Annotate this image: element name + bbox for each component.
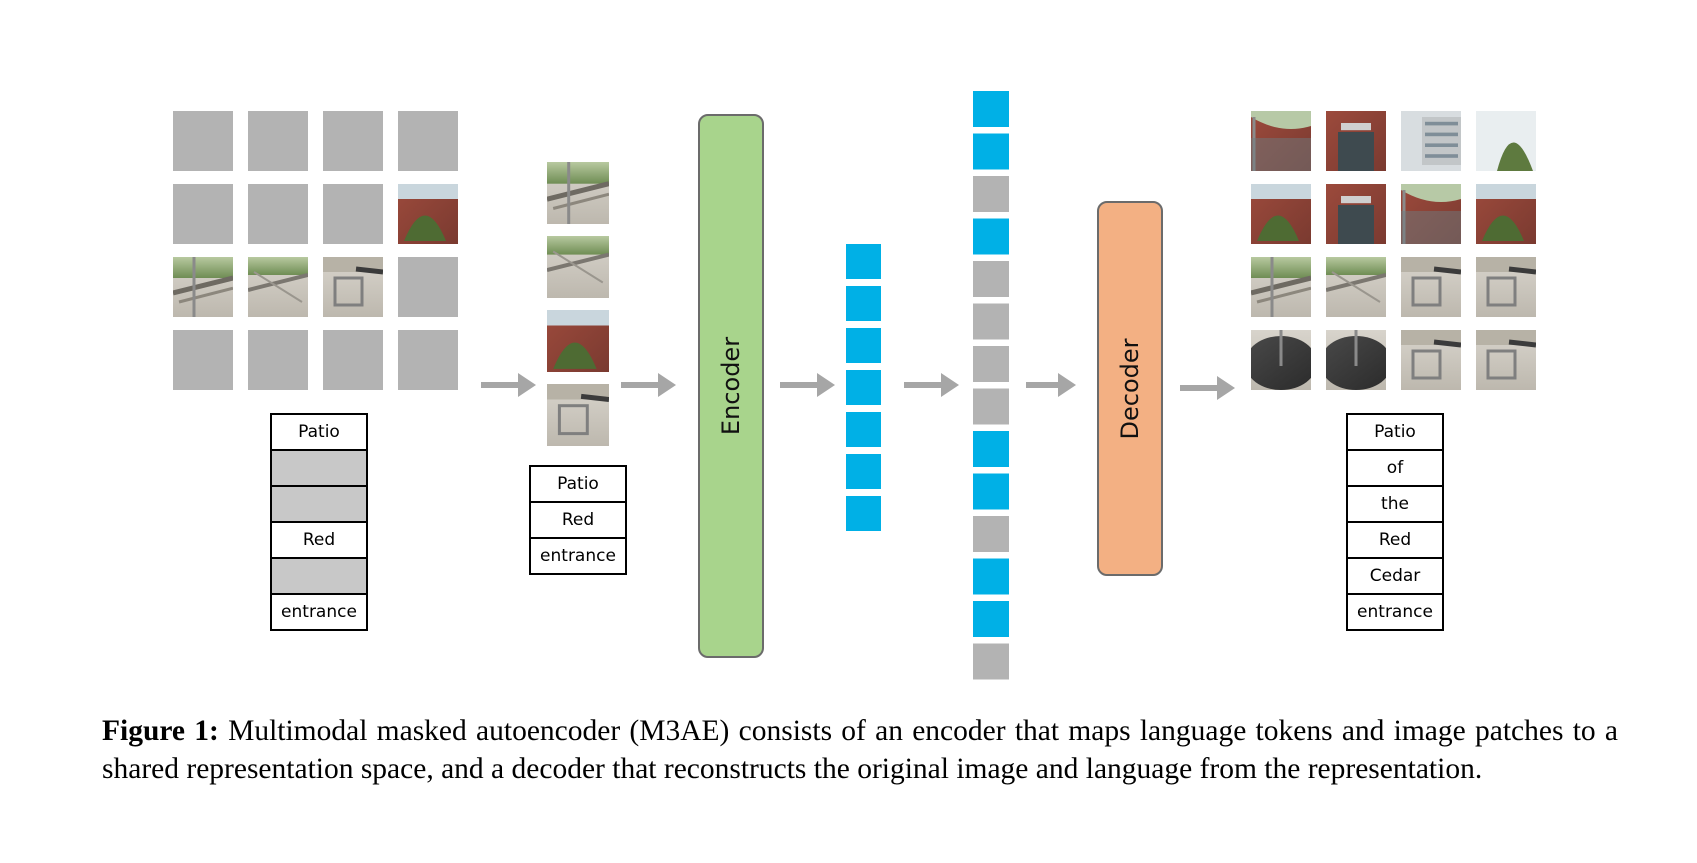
visible-image-patch [248,257,308,317]
flow-arrow [621,373,676,397]
masked-image-patch [323,330,383,390]
encoded-token-column [846,244,881,531]
token-cell: Patio [1346,413,1444,451]
masked-image-patch [323,111,383,171]
encoded-token [846,286,881,321]
visible-image-patch [547,384,609,446]
encoded-token [973,431,1009,467]
mask-token [973,388,1009,425]
encoded-token [846,370,881,405]
encoded-token [973,91,1009,127]
reconstructed-image-patch [1326,111,1386,171]
encoder-block: Encoder [698,114,764,658]
visible-image-patch [398,184,458,244]
token-cell: Cedar [1346,557,1444,595]
decoder-label: Decoder [1116,338,1144,439]
flow-arrow [1180,376,1235,400]
encoded-token [973,601,1009,637]
reconstructed-image-patch [1251,330,1311,390]
flow-arrow [1026,373,1076,397]
token-cell: of [1346,449,1444,487]
token-cell: the [1346,485,1444,523]
token-cell: Red [1346,521,1444,559]
reconstructed-image-patch [1326,184,1386,244]
mask-token [973,346,1009,382]
reconstructed-image-patch [1476,330,1536,390]
token-cell: entrance [270,593,368,631]
visible-image-patch [173,257,233,317]
reconstructed-image-patch [1251,184,1311,244]
encoded-token [846,244,881,279]
masked-token [270,485,368,523]
encoded-token [846,412,881,447]
token-cell: entrance [529,537,627,575]
reconstructed-image-patch [1476,111,1536,171]
flow-arrows [481,373,1235,400]
masked-token [270,449,368,487]
masked-token [270,557,368,595]
mask-token [973,261,1009,297]
reconstructed-image-patch [1251,111,1311,171]
visible-image-patch [547,236,609,298]
encoded-token [846,496,881,531]
reconstructed-image-patch [1476,257,1536,317]
reconstructed-image-patch [1401,330,1461,390]
figure-caption: Figure 1: Multimodal masked autoencoder … [102,712,1618,788]
reconstructed-image-patch [1326,330,1386,390]
token-cell: entrance [1346,593,1444,631]
figure-graphics [173,91,1536,680]
encoded-token [846,454,881,489]
masked-image-patch [248,111,308,171]
visible-image-patch [547,310,609,372]
mask-token [973,516,1009,552]
visible-image-patch [547,162,609,224]
encoded-token [973,473,1009,510]
token-cell: Red [270,521,368,559]
masked-image-patch [173,111,233,171]
flow-arrow [780,373,835,397]
visible-image-patch [323,257,383,317]
encoded-token [973,558,1009,595]
flow-arrow [904,373,959,397]
input-image-patch-grid [173,111,458,390]
visible-image-patches [547,162,609,446]
reconstructed-image-patch [1401,184,1461,244]
encoded-token [973,218,1009,255]
caption-text: Multimodal masked autoencoder (M3AE) con… [102,715,1618,785]
reconstructed-image-patch [1326,257,1386,317]
mask-token [973,176,1009,212]
token-cell: Red [529,501,627,539]
flow-arrow [481,373,536,397]
decoder-block: Decoder [1097,201,1163,576]
encoded-token [846,328,881,363]
masked-image-patch [398,257,458,317]
token-cell: Patio [529,465,627,503]
masked-image-patch [398,111,458,171]
token-cell: Patio [270,413,368,451]
caption-label: Figure 1: [102,715,219,747]
reconstructed-image-patch [1476,184,1536,244]
masked-image-patch [248,330,308,390]
masked-image-patch [323,184,383,244]
mask-token [973,643,1009,680]
decoder-input-column [973,91,1009,680]
masked-image-patch [173,184,233,244]
reconstructed-image-patch [1401,257,1461,317]
masked-image-patch [248,184,308,244]
masked-image-patch [398,330,458,390]
encoded-token [973,133,1009,170]
mask-token [973,303,1009,340]
reconstructed-image-patch-grid [1251,111,1536,390]
encoder-label: Encoder [717,336,745,436]
reconstructed-image-patch [1251,257,1311,317]
reconstructed-image-patch [1401,111,1461,171]
masked-image-patch [173,330,233,390]
